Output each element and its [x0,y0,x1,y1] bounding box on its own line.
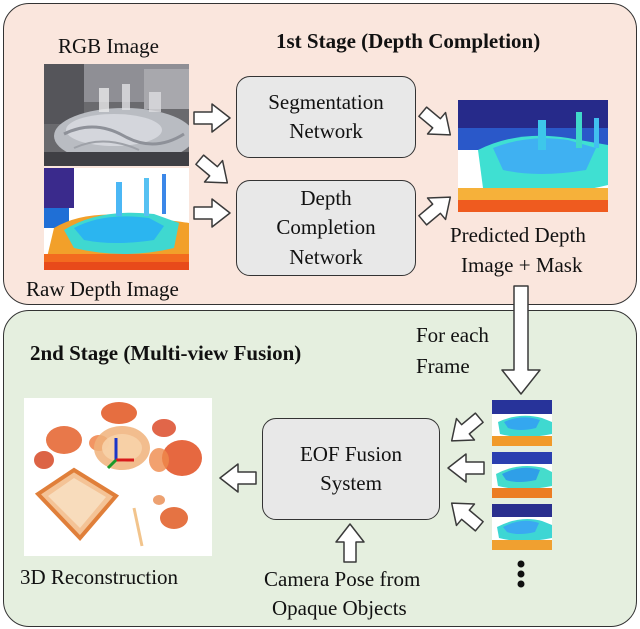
arrow-depth-completion-to-predicted [418,196,452,226]
frame-thumbnail-3 [492,504,552,550]
arrow-frame1-to-fusion [450,412,484,442]
3d-reconstruction-image [24,398,212,556]
arrow-predicted-to-frames [501,285,541,395]
predicted-label-line2: Image + Mask [461,253,583,277]
for-each-line2: Frame [416,354,470,378]
stage2-title: 2nd Stage (Multi-view Fusion) [30,341,302,365]
predicted-label-line1: Predicted Depth [450,223,586,247]
arrow-segmentation-to-predicted [418,106,452,136]
for-each-line1: For each [416,323,489,347]
raw-depth-label: Raw Depth Image [26,277,179,301]
arrow-camera-pose-to-fusion [335,523,365,563]
segmentation-network-box: Segmentation Network [236,76,416,158]
camera-pose-line1: Camera Pose from [264,567,421,591]
frame-thumbnail-2 [492,452,552,498]
arrow-frame3-to-fusion [450,502,484,532]
predicted-depth-image [458,100,608,212]
reconstruction-label: 3D Reconstruction [20,565,179,589]
arrow-rgb-to-depth-completion [195,154,229,184]
camera-pose-line2: Opaque Objects [272,596,407,620]
arrow-fusion-to-reconstruction [219,463,257,493]
arrow-rgb-to-segmentation [193,103,231,133]
rgb-image-label: RGB Image [58,34,159,58]
depth-completion-network-box: Depth Completion Network [236,180,416,276]
raw-depth-image [44,168,189,270]
arrow-raw-depth-to-depth-completion [193,198,231,228]
frame-thumbnail-1 [492,400,552,446]
rgb-image [44,64,189,166]
eof-fusion-system-box: EOF Fusion System [262,418,440,520]
arrow-frame2-to-fusion [447,453,485,483]
stage1-title: 1st Stage (Depth Completion) [276,29,541,53]
